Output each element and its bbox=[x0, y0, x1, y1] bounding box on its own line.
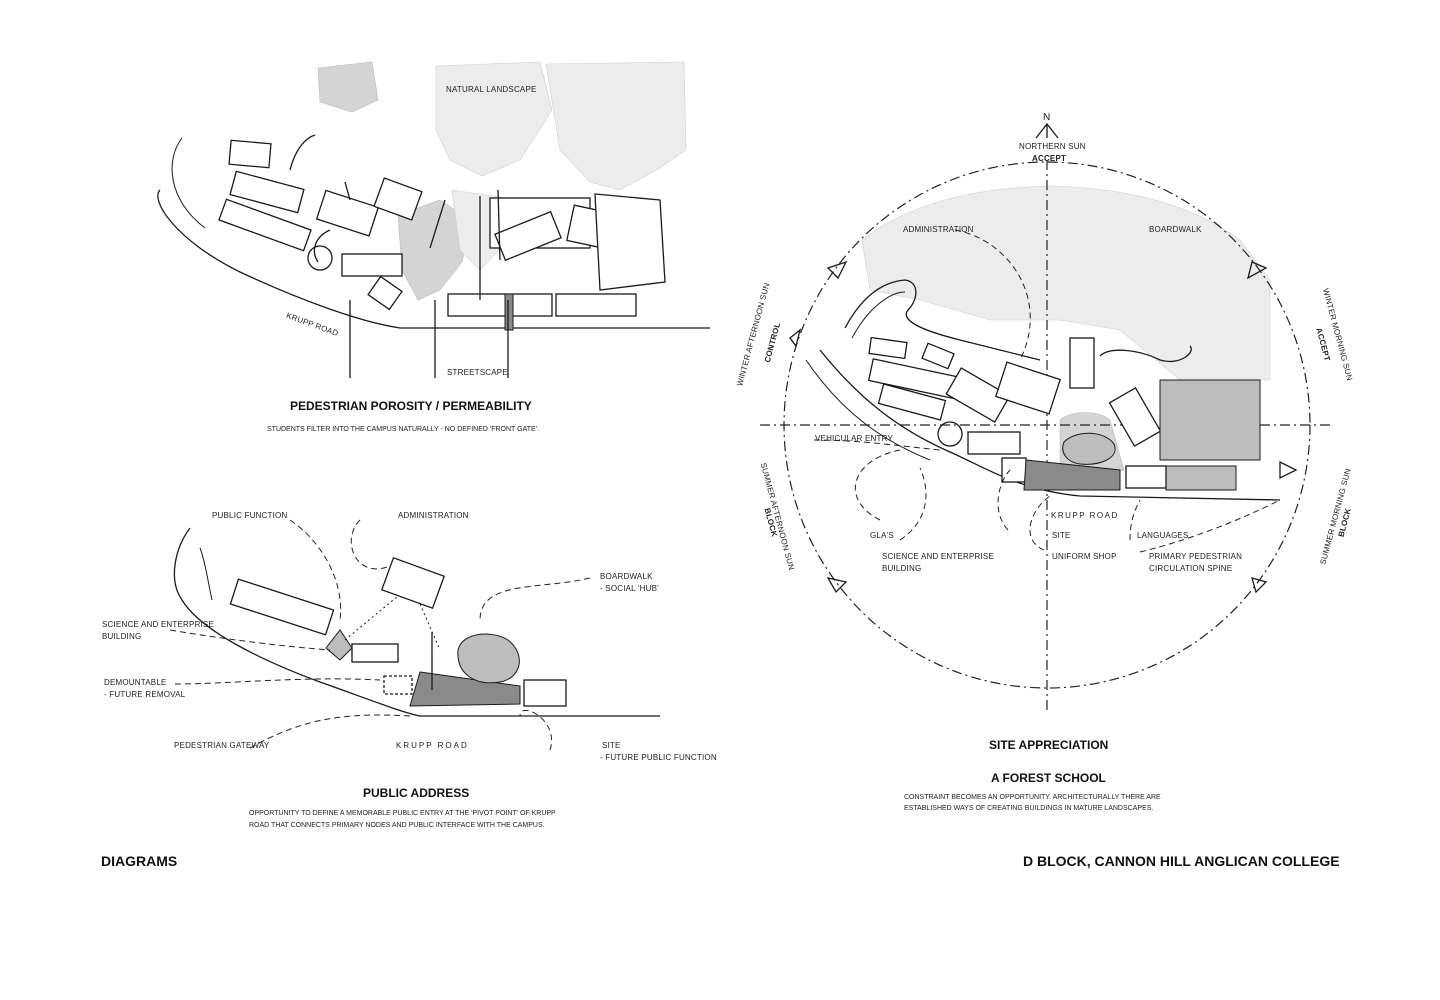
diagram-1-title: PEDESTRIAN POROSITY / PERMEABILITY bbox=[290, 399, 532, 413]
diagram-2-description-l1: OPPORTUNITY TO DEFINE A MEMORABLE PUBLIC… bbox=[249, 810, 556, 817]
label-science-building-3-l1: SCIENCE AND ENTERPRISE bbox=[882, 552, 994, 561]
label-boardwalk-3: BOARDWALK bbox=[1149, 225, 1202, 234]
label-uniform-shop: UNIFORM SHOP bbox=[1052, 552, 1117, 561]
footer-right-title: D BLOCK, CANNON HILL ANGLICAN COLLEGE bbox=[1023, 853, 1340, 869]
label-spine-l1: PRIMARY PEDESTRIAN bbox=[1149, 552, 1243, 561]
north-label: N bbox=[1043, 112, 1051, 123]
diagram-2-title: PUBLIC ADDRESS bbox=[363, 786, 470, 800]
label-demountable-l2: - FUTURE REMOVAL bbox=[104, 690, 186, 699]
label-demountable-l1: DEMOUNTABLE bbox=[104, 678, 167, 687]
label-spine-l2: CIRCULATION SPINE bbox=[1149, 564, 1233, 573]
label-vehicular-entry: VEHICULAR ENTRY bbox=[815, 434, 893, 443]
label-administration-2: ADMINISTRATION bbox=[398, 511, 469, 520]
label-administration-3: ADMINISTRATION bbox=[903, 225, 974, 234]
diagram-3-description-l2: ESTABLISHED WAYS OF CREATING BUILDINGS I… bbox=[904, 805, 1154, 812]
diagram-3-subtitle: A FOREST SCHOOL bbox=[991, 771, 1106, 785]
label-social-hub: - SOCIAL 'HUB' bbox=[600, 584, 659, 593]
diagram-2-description-l2: ROAD THAT CONNECTS PRIMARY NODES AND PUB… bbox=[249, 822, 545, 829]
label-science-building-2-l2: BUILDING bbox=[102, 632, 142, 641]
label-accept-top: ACCEPT bbox=[1032, 154, 1067, 163]
label-site-2: SITE bbox=[602, 741, 621, 750]
label-site-3: SITE bbox=[1052, 531, 1071, 540]
diagram-3-description-l1: CONSTRAINT BECOMES AN OPPORTUNITY. ARCHI… bbox=[904, 794, 1161, 801]
label-krupp-road-2: KRUPP ROAD bbox=[396, 741, 469, 750]
label-streetscape: STREETSCAPE bbox=[447, 368, 508, 377]
diagram-3-site-appreciation-drawing bbox=[760, 122, 1330, 712]
label-future-public-function: - FUTURE PUBLIC FUNCTION bbox=[600, 753, 717, 762]
label-science-building-3-l2: BUILDING bbox=[882, 564, 922, 573]
label-public-function: PUBLIC FUNCTION bbox=[212, 511, 288, 520]
label-science-building-2-l1: SCIENCE AND ENTERPRISE bbox=[102, 620, 214, 629]
label-krupp-road-3: KRUPP ROAD bbox=[1051, 511, 1119, 520]
diagram-3-title: SITE APPRECIATION bbox=[989, 738, 1109, 752]
footer-left-title: DIAGRAMS bbox=[101, 853, 178, 869]
label-languages: LANGUAGES bbox=[1137, 531, 1189, 540]
label-natural-landscape: NATURAL LANDSCAPE bbox=[446, 85, 537, 94]
label-boardwalk-2: BOARDWALK bbox=[600, 572, 653, 581]
diagram-1-description: STUDENTS FILTER INTO THE CAMPUS NATURALL… bbox=[267, 426, 539, 433]
label-pedestrian-gateway: PEDESTRIAN GATEWAY bbox=[174, 741, 270, 750]
label-glas: GLA'S bbox=[870, 531, 894, 540]
diagram-1-porosity-drawing bbox=[157, 61, 710, 378]
diagram-2-public-address-drawing bbox=[169, 519, 660, 751]
label-northern-sun: NORTHERN SUN bbox=[1019, 142, 1086, 151]
